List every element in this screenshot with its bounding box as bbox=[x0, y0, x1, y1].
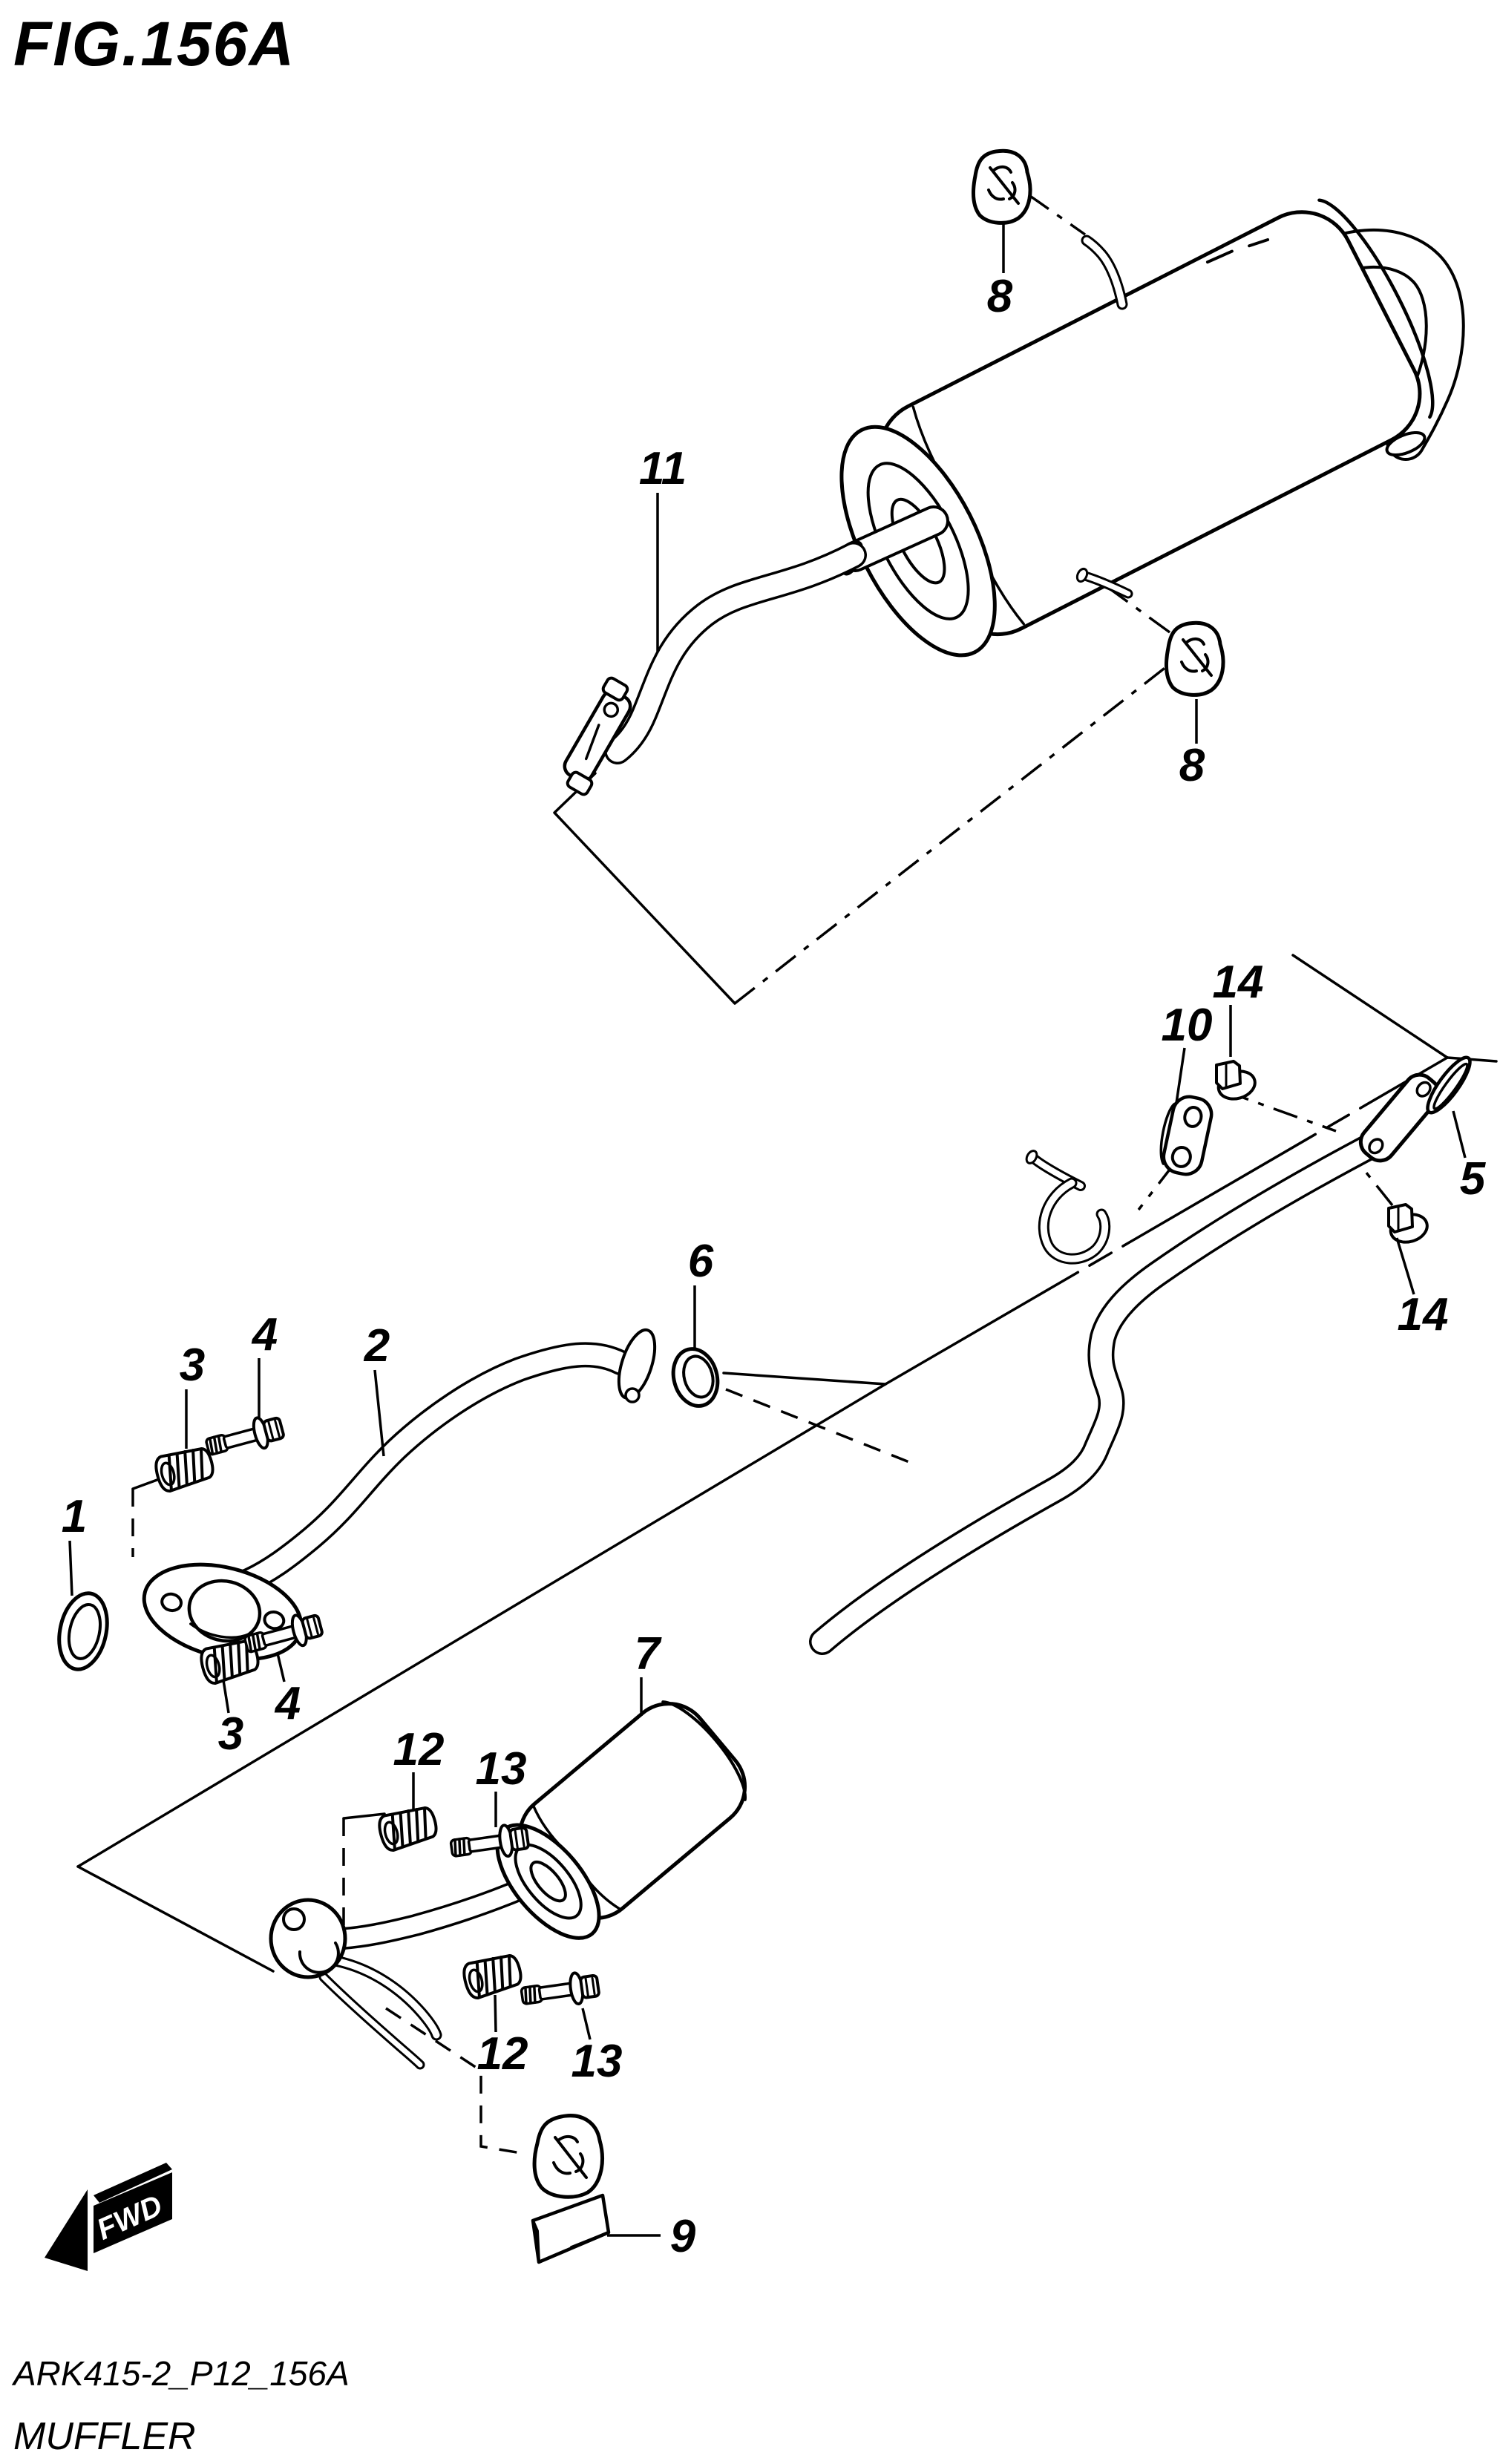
callout-14-lower: 14 bbox=[1398, 1289, 1449, 1340]
callout-12-upper: 12 bbox=[393, 1724, 445, 1775]
front-pipe-flange bbox=[142, 1562, 304, 1662]
callout-8-side: 8 bbox=[1179, 740, 1205, 791]
callout-11: 11 bbox=[639, 443, 687, 494]
seal-bolt-4-upper bbox=[202, 1411, 287, 1464]
front-exhaust-pipe bbox=[142, 1328, 657, 1662]
axis-bracket-10 bbox=[1137, 1162, 1176, 1211]
seal-spring-3-upper bbox=[151, 1443, 218, 1495]
callout-2: 2 bbox=[364, 1320, 390, 1372]
center-muffler-flange bbox=[269, 1898, 347, 1979]
muffler-mount-rubber-side bbox=[1167, 623, 1223, 695]
callout-4-lower: 4 bbox=[274, 1678, 301, 1729]
callout-14-upper: 14 bbox=[1213, 957, 1264, 1008]
callout-5: 5 bbox=[1460, 1153, 1487, 1205]
seal-bolt-13-lower bbox=[518, 1968, 602, 2014]
axis-mount-8-top bbox=[1026, 193, 1087, 236]
mount-rubber-9 bbox=[531, 2114, 611, 2264]
tail-pipe bbox=[1300, 249, 1445, 459]
seal-spring-12-upper bbox=[375, 1802, 442, 1854]
callout-13-lower: 13 bbox=[571, 2036, 623, 2087]
callout-6: 6 bbox=[688, 1236, 714, 1287]
leader-lines bbox=[68, 223, 1467, 2237]
rear-muffler bbox=[839, 198, 1435, 658]
callout-12-lower: 12 bbox=[477, 2028, 528, 2080]
rear-exhaust-pipe bbox=[563, 521, 934, 796]
callout-4-upper: 4 bbox=[251, 1309, 278, 1360]
callout-13-upper: 13 bbox=[476, 1743, 527, 1795]
rear-pipe-flange bbox=[563, 676, 632, 796]
callout-8-top: 8 bbox=[987, 271, 1013, 322]
seal-ring-1 bbox=[57, 1591, 109, 1671]
flange-nut-14-lower bbox=[1386, 1203, 1432, 1248]
center-exhaust-pipe bbox=[822, 1072, 1441, 1642]
callout-10: 10 bbox=[1162, 1000, 1213, 1051]
gasket-6 bbox=[671, 1347, 720, 1408]
callout-1: 1 bbox=[62, 1491, 87, 1542]
flange-nut-14-upper bbox=[1214, 1060, 1260, 1105]
section-title: MUFFLER bbox=[13, 2415, 196, 2458]
axis-mount-8-side bbox=[1090, 574, 1171, 634]
center-muffler bbox=[495, 1700, 747, 1940]
seal-spring-12-lower bbox=[459, 1950, 526, 2002]
drawing-code: ARK415-2_P12_156A bbox=[11, 2354, 350, 2393]
callout-9: 9 bbox=[670, 2211, 696, 2262]
muffler-mount-rubber-top bbox=[974, 151, 1030, 223]
figure-title: FIG.156A bbox=[13, 9, 295, 79]
center-pipe-flange bbox=[1358, 1072, 1441, 1163]
hanger-bracket-10 bbox=[1159, 1095, 1214, 1176]
callout-labels: 8 11 8 14 10 5 14 6 3 4 2 1 3 4 7 12 13 … bbox=[62, 271, 1487, 2262]
gasket-5 bbox=[1426, 1055, 1472, 1115]
fwd-arrow-icon: FWD bbox=[45, 2163, 172, 2271]
callout-3-lower: 3 bbox=[218, 1708, 243, 1760]
axis-nut-14-lower bbox=[1361, 1167, 1394, 1207]
callout-7: 7 bbox=[635, 1628, 662, 1680]
callout-3-upper: 3 bbox=[180, 1340, 205, 1391]
